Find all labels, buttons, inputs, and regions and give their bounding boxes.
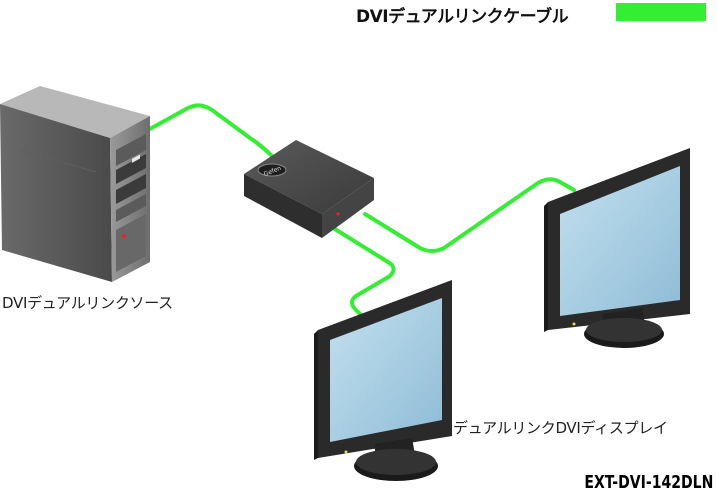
monitor-front — [314, 280, 452, 481]
extender-box — [244, 140, 374, 238]
legend-cable-swatch — [616, 3, 706, 21]
cable-extender-to-display-right — [363, 177, 576, 253]
source-label: DVIデュアルリンクソース — [2, 294, 173, 312]
legend-cable-label: DVIデュアルリンクケーブル — [356, 7, 569, 27]
pc-tower-source — [0, 86, 150, 282]
model-number: EXT-DVI-142DLN — [584, 472, 713, 493]
cable-extender-to-display-front — [328, 224, 396, 318]
display-label: デュアルリンクDVIディスプレイ — [453, 419, 668, 437]
cable-source-to-extender — [137, 103, 274, 158]
monitor-right — [544, 148, 690, 348]
